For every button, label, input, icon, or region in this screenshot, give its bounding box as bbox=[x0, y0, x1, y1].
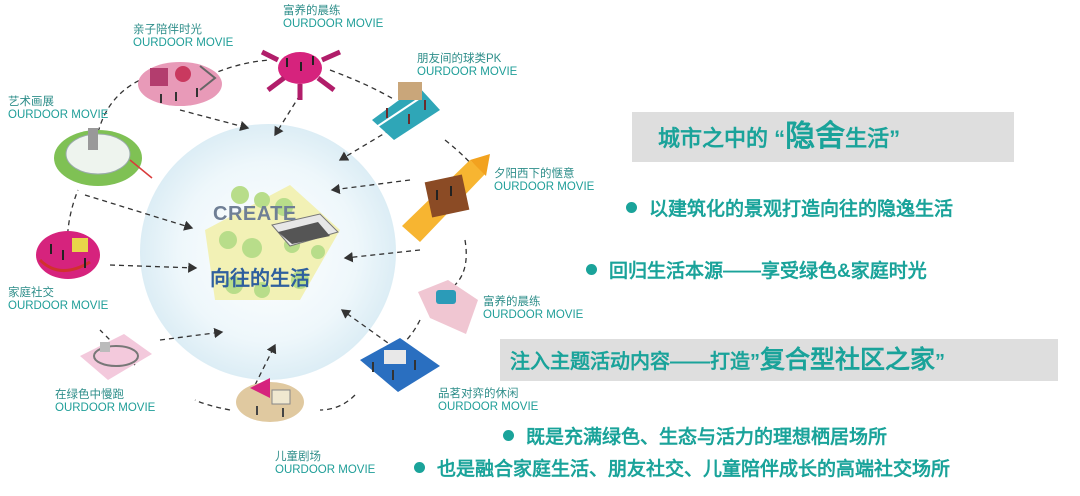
dashed-arrow-icon bbox=[338, 129, 391, 161]
bullet-dot-icon bbox=[414, 462, 425, 474]
node-label-5: 家庭社交 OURDOOR MOVIE bbox=[8, 287, 109, 312]
dashed-arrow-icon bbox=[254, 343, 277, 386]
node-label-4: 夕阳西下的惬意 OURDOOR MOVIE bbox=[494, 168, 595, 193]
node-label-7: 在绿色中慢跑 OURDOOR MOVIE bbox=[55, 389, 156, 414]
dashed-arrow-icon bbox=[343, 249, 421, 263]
dashed-arrow-icon bbox=[159, 327, 224, 341]
node-ball-games-illustration bbox=[372, 82, 440, 140]
node-label-6: 富养的晨练 OURDOOR MOVIE bbox=[483, 296, 584, 321]
bullet-top-0: 以建筑化的景观打造向往的隐逸生活 bbox=[626, 194, 953, 221]
node-sunset-leisure-illustration bbox=[402, 154, 490, 242]
bullet-bottom-1: 也是融合家庭生活、朋友社交、儿童陪伴成长的高端社交场所 bbox=[414, 454, 950, 481]
dashed-arrow-icon bbox=[84, 194, 194, 231]
node-label-0: 亲子陪伴时光 OURDOOR MOVIE bbox=[133, 24, 234, 49]
center-subtitle: 向往的生活 bbox=[210, 268, 310, 290]
node-jogging-illustration bbox=[80, 334, 152, 380]
node-morning-exercise-2-illustration bbox=[418, 280, 478, 334]
headline-banner: 城市之中的 “隐舍生活” bbox=[632, 112, 1014, 162]
bullet-dot-icon bbox=[626, 202, 637, 214]
dashed-arrow-icon bbox=[330, 179, 411, 195]
center-park-illustration bbox=[205, 185, 340, 300]
bullet-dot-icon bbox=[586, 264, 597, 276]
bullet-top-1: 回归生活本源——享受绿色&家庭时光 bbox=[586, 256, 927, 283]
node-label-3: 艺术画展 OURDOOR MOVIE bbox=[8, 96, 109, 121]
node-morning-exercise-illustration bbox=[260, 49, 342, 100]
inward-arrows bbox=[84, 94, 421, 386]
node-tea-chess-illustration bbox=[360, 338, 440, 392]
node-kids-theater-illustration bbox=[236, 378, 304, 422]
node-art-exhibition-illustration bbox=[54, 128, 153, 186]
node-label-9: 儿童剧场 OURDOOR MOVIE bbox=[275, 451, 376, 476]
bullet-bottom-0: 既是充满绿色、生态与活力的理想栖居场所 bbox=[503, 422, 887, 449]
node-parent-child-illustration bbox=[138, 62, 222, 106]
bullet-dot-icon bbox=[503, 430, 514, 442]
subheadline-banner: 注入主题活动内容——打造”复合型社区之家” bbox=[500, 339, 1058, 381]
node-label-8: 品茗对弈的休闲 OURDOOR MOVIE bbox=[438, 388, 539, 413]
center-title: CREATE bbox=[213, 203, 297, 225]
node-label-1: 富养的晨练 OURDOOR MOVIE bbox=[283, 5, 384, 30]
node-family-social-illustration bbox=[36, 231, 100, 279]
dashed-arrow-icon bbox=[340, 309, 396, 349]
dashed-arrow-icon bbox=[274, 94, 301, 137]
dashed-arrow-icon bbox=[179, 109, 250, 132]
node-label-2: 朋友间的球类PK OURDOOR MOVIE bbox=[417, 53, 518, 78]
